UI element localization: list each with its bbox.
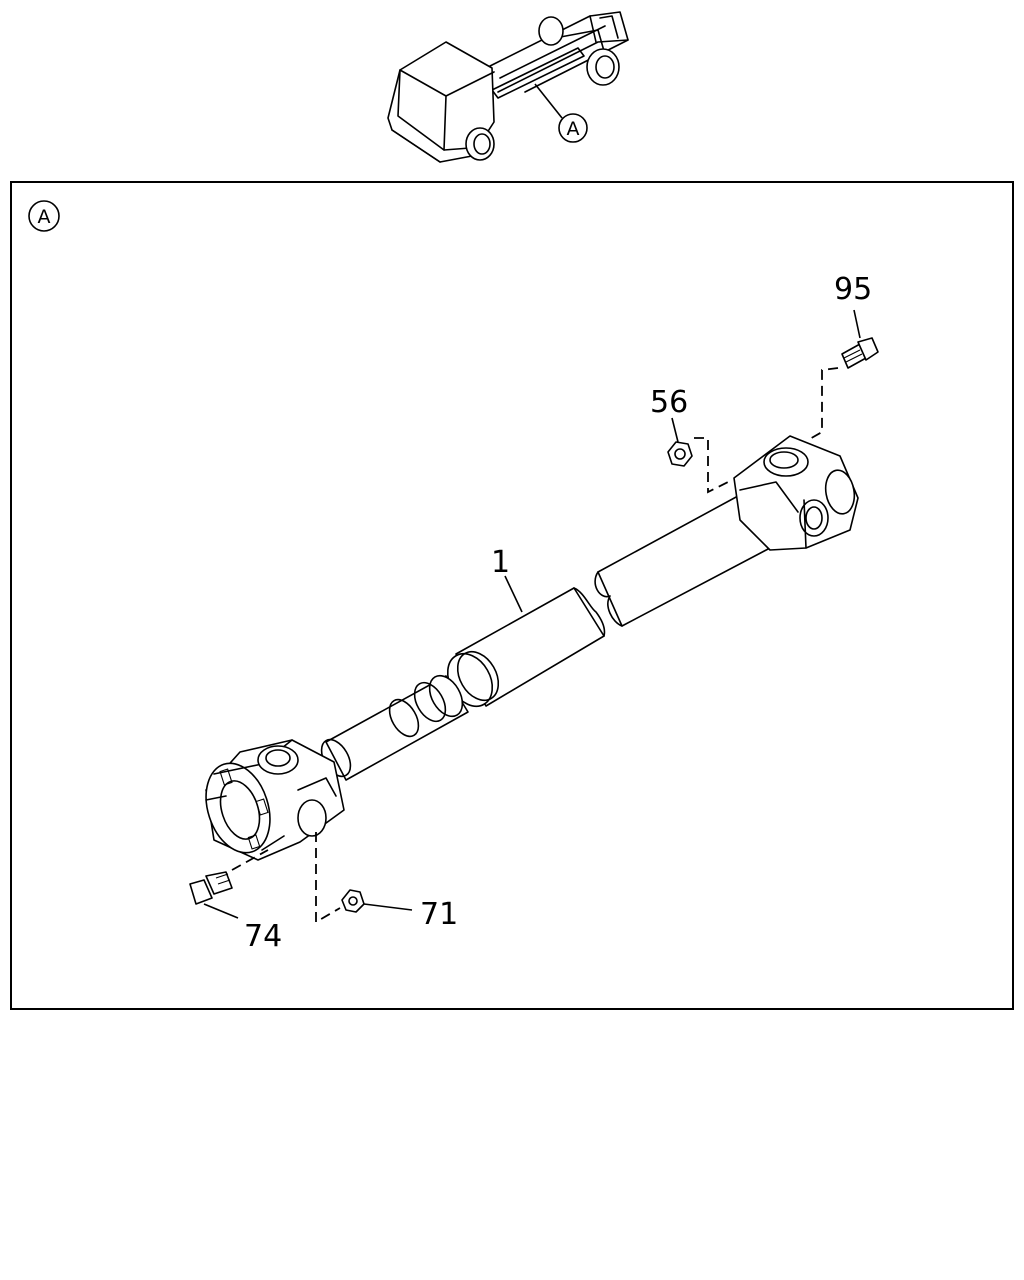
nut-56: [667, 441, 693, 467]
callout-nut-71: 71: [420, 897, 458, 932]
callout-nut-56: 56: [650, 385, 688, 420]
assembly-guide-lines: [231, 367, 839, 924]
truck-driveshaft: [491, 47, 585, 99]
overview-view-marker-label: A: [567, 118, 580, 140]
overview-view-marker: A: [558, 113, 588, 143]
callout-bolt-95: 95: [834, 272, 872, 307]
shaft-middle-tube: [446, 587, 606, 708]
propeller-shaft-assembly: [205, 435, 859, 861]
callout-shaft: 1: [491, 545, 510, 580]
detail-view-frame: [10, 181, 1014, 1010]
bolt-74: [189, 871, 233, 905]
detail-view-marker-label: A: [38, 206, 51, 228]
truck-rear-wheel: [538, 16, 620, 86]
bolt-95: [841, 337, 879, 369]
callout-bolt-74: 74: [244, 919, 282, 954]
truck-front-wheel: [465, 127, 495, 161]
truck-overview-illustration: A: [387, 11, 629, 163]
callout-leaders: [203, 309, 861, 919]
rear-universal-joint: [733, 435, 859, 551]
shaft-slip-splines: [320, 674, 469, 781]
front-universal-joint: [205, 739, 345, 861]
nut-71: [341, 889, 365, 913]
detail-view-marker: A: [28, 200, 60, 232]
